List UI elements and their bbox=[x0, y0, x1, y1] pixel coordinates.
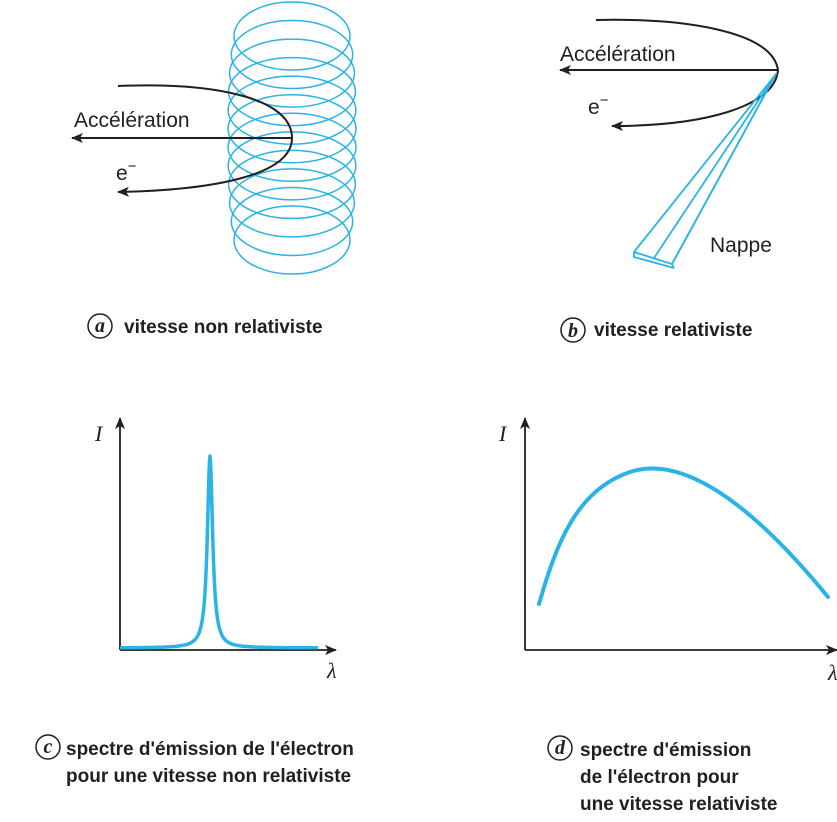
radiation-ring bbox=[230, 169, 355, 237]
caption-b: b vitesse relativiste bbox=[561, 318, 752, 342]
radiation-ring bbox=[229, 58, 356, 126]
radiation-ring bbox=[229, 150, 356, 218]
emission-peak-curve bbox=[120, 456, 318, 648]
radiation-ring bbox=[228, 113, 356, 181]
radiation-ring bbox=[234, 206, 350, 274]
y-axis-label-c: I bbox=[94, 421, 104, 446]
electron-label-b: e− bbox=[588, 92, 609, 119]
radiation-ring bbox=[228, 95, 356, 163]
caption-line-d-1: spectre d'émission bbox=[580, 740, 751, 761]
radiation-ring bbox=[231, 187, 352, 255]
panel-letter-d: d bbox=[555, 737, 566, 759]
electron-trajectory-b bbox=[596, 20, 778, 126]
caption-a: a vitesse non relativiste bbox=[88, 314, 323, 338]
caption-text-b: vitesse relativiste bbox=[594, 320, 752, 341]
caption-line-c-1: spectre d'émission de l'électron bbox=[66, 739, 354, 760]
caption-c: c spectre d'émission de l'électron pour … bbox=[36, 735, 354, 787]
caption-line-d-2: de l'électron pour bbox=[580, 767, 739, 788]
x-axis-label-d: λ bbox=[827, 660, 837, 685]
x-axis-label-c: λ bbox=[326, 658, 337, 683]
caption-line-d-3: une vitesse relativiste bbox=[580, 794, 778, 815]
electron-label-a: e− bbox=[116, 158, 137, 185]
caption-line-c-2: pour une vitesse non relativiste bbox=[66, 766, 351, 787]
panel-a: Accélération e− a vitesse non relativist… bbox=[72, 2, 356, 338]
panel-d: I λ d spectre d'émission de l'électron p… bbox=[498, 418, 837, 815]
caption-text-a: vitesse non relativiste bbox=[124, 317, 323, 338]
panel-letter-b: b bbox=[568, 320, 578, 342]
sheet-label: Nappe bbox=[710, 234, 772, 257]
acceleration-label-a: Accélération bbox=[74, 109, 190, 132]
panel-c: I λ c spectre d'émission de l'électron p… bbox=[36, 418, 354, 787]
acceleration-label-b: Accélération bbox=[560, 43, 676, 66]
y-axis-label-d: I bbox=[498, 421, 508, 446]
radiation-ring bbox=[234, 2, 350, 70]
caption-d: d spectre d'émission de l'électron pour … bbox=[548, 736, 778, 815]
panel-letter-c: c bbox=[44, 736, 53, 758]
radiation-ring bbox=[231, 21, 352, 89]
panel-b: Accélération e− Nappe b vitesse relativi… bbox=[560, 20, 778, 342]
panel-letter-a: a bbox=[95, 315, 105, 337]
emission-broad-curve bbox=[539, 468, 828, 604]
